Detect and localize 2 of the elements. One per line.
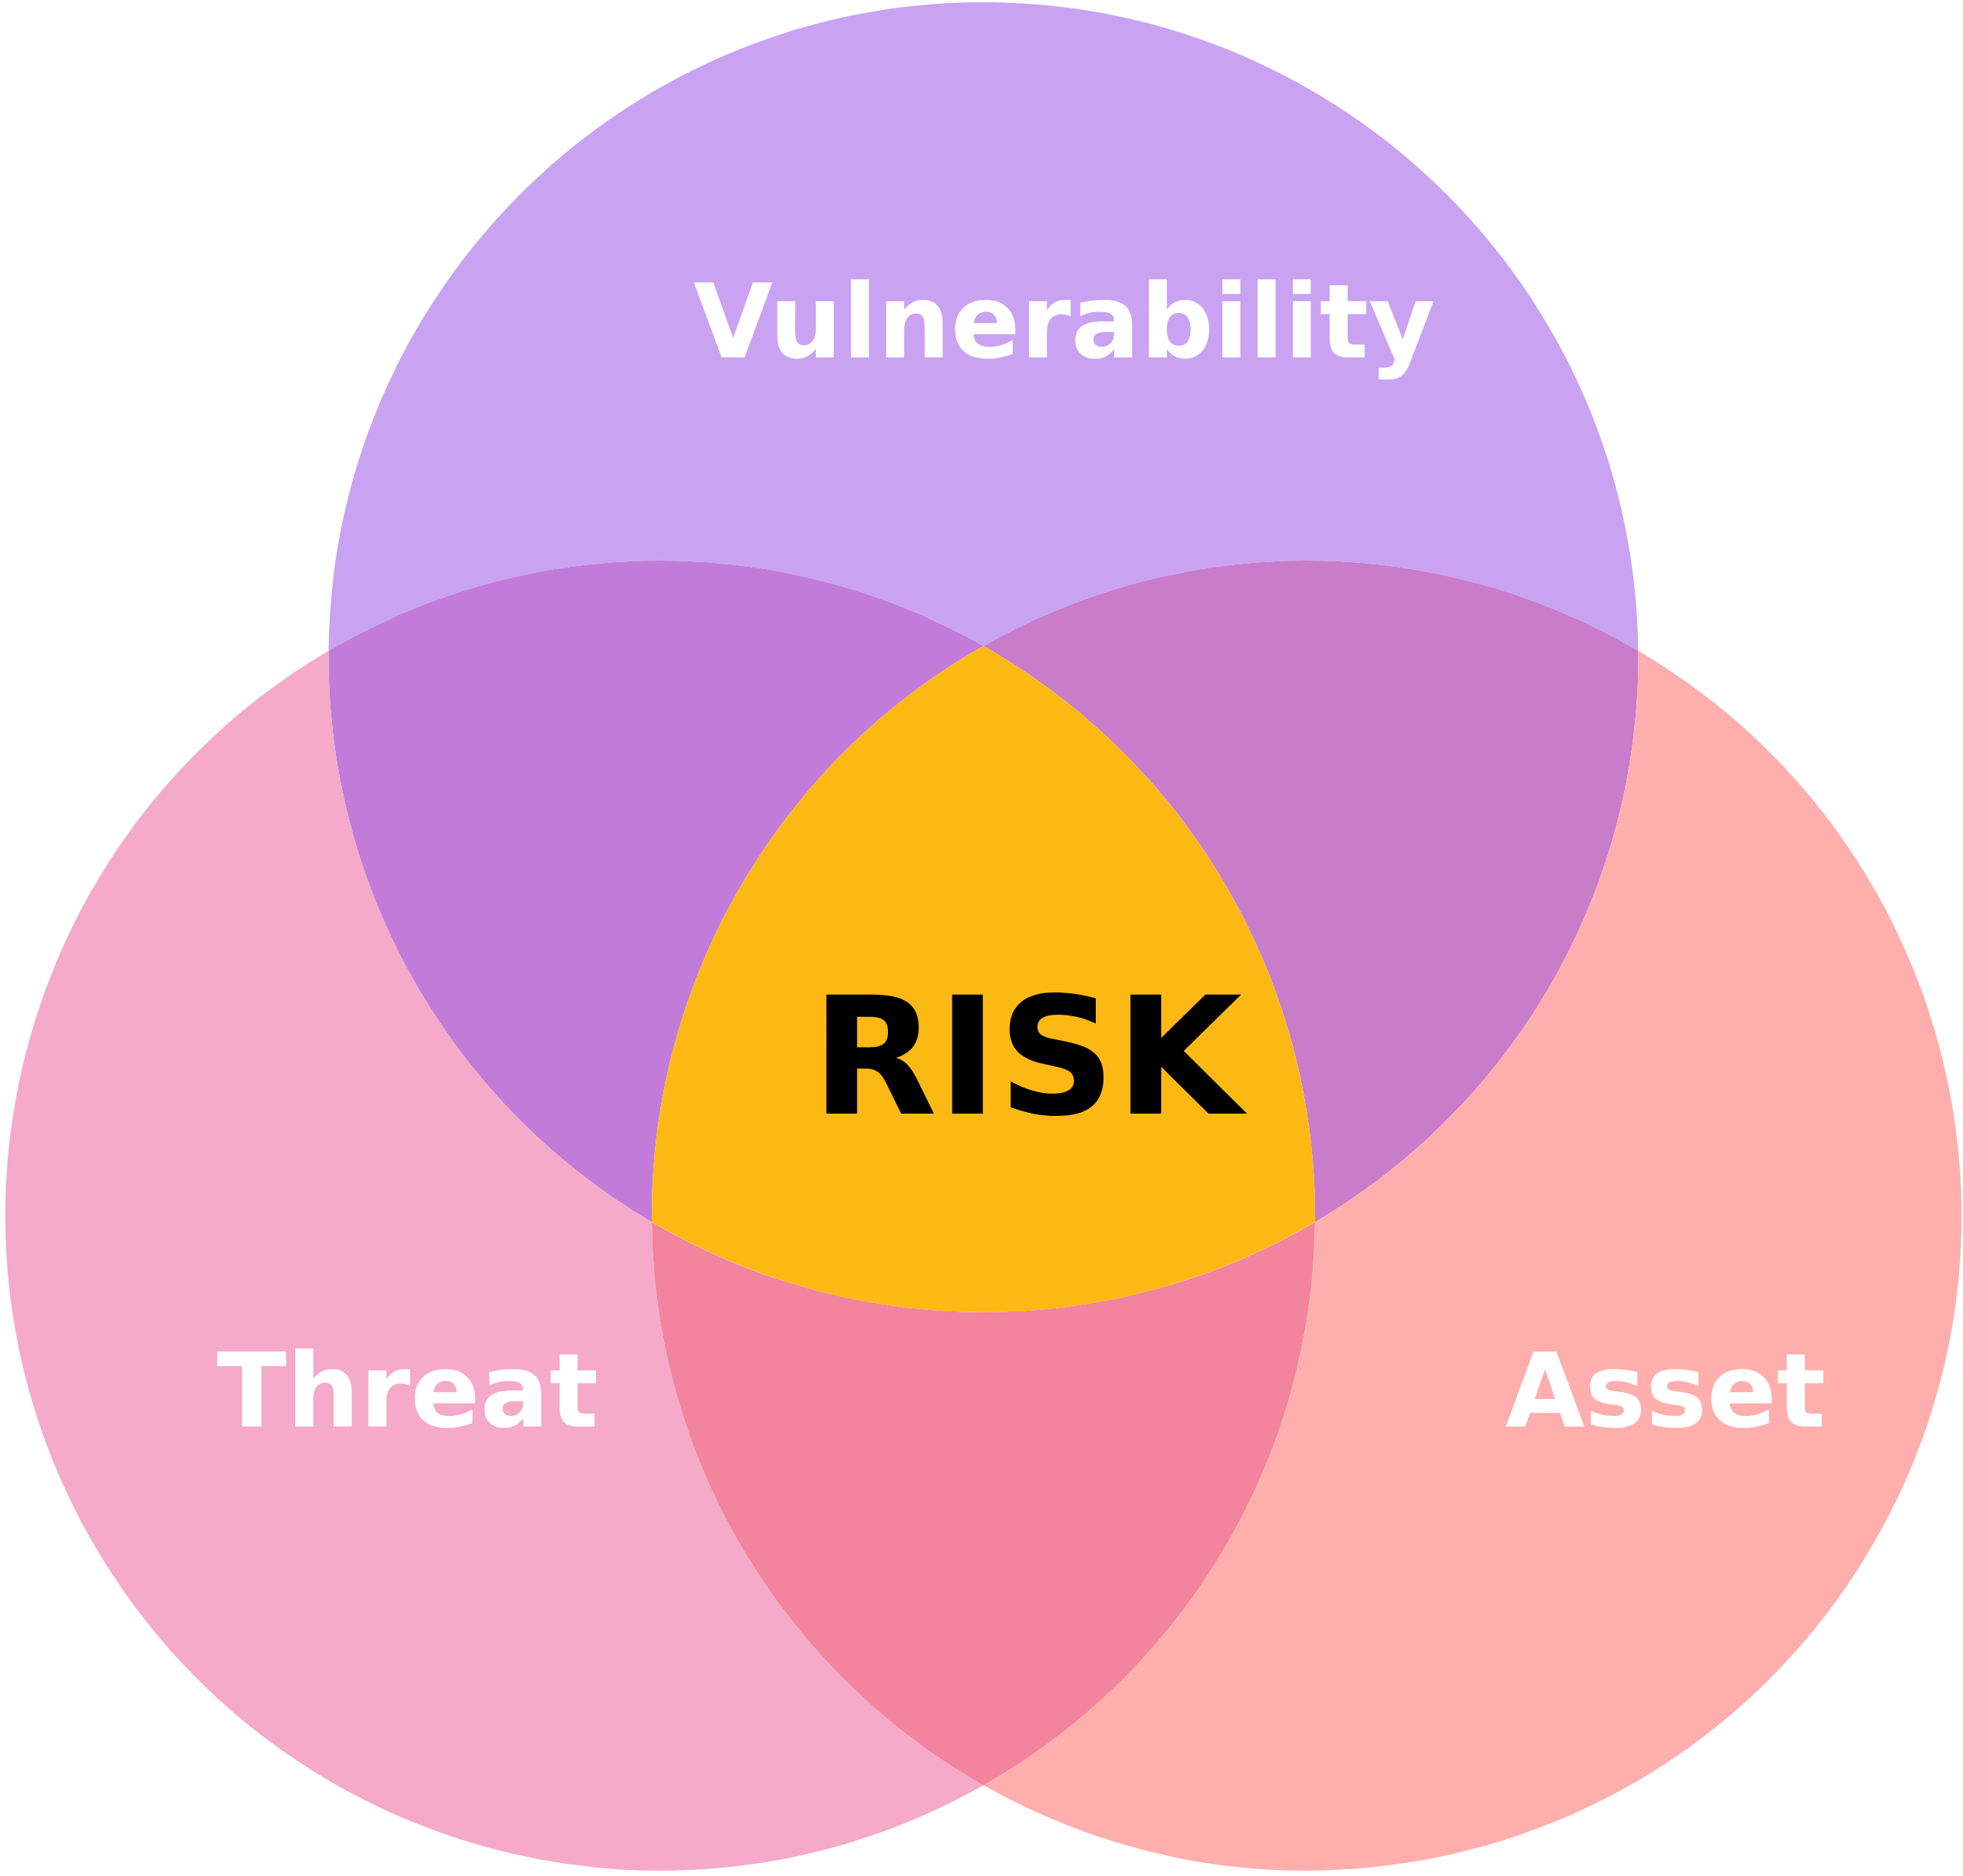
overlap-region [652,1222,1315,1785]
overlap-region: RISK [652,646,1315,1312]
